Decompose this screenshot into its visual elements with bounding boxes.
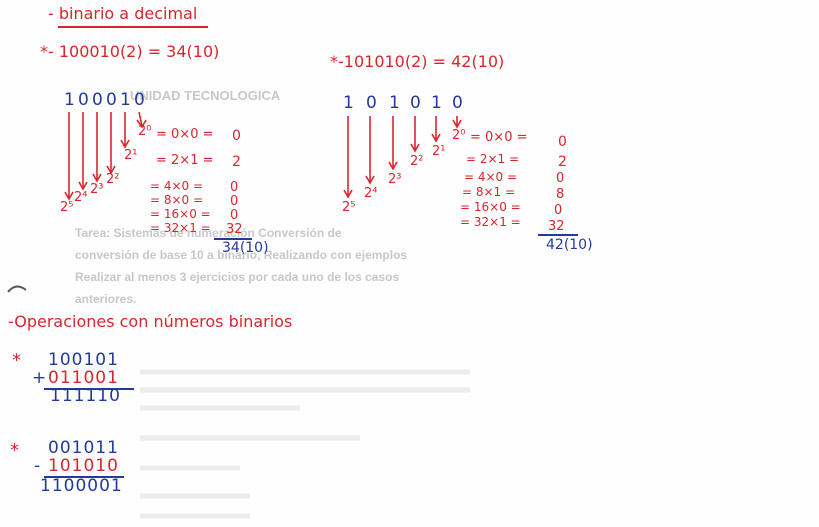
ex2-digit: 1 (343, 93, 354, 113)
ex2-digit: 1 (431, 93, 442, 113)
section2-title: -Operaciones con números binarios (8, 312, 293, 331)
sub-line (44, 476, 124, 478)
ex1-result: 32 (226, 222, 243, 237)
sum-line (44, 388, 134, 390)
ex1-op: = 0×0 = (156, 127, 214, 142)
ex1-power: 2³ (90, 182, 104, 197)
ex2-result: 0 (558, 134, 567, 150)
ex1-power: 2⁰ (138, 124, 152, 139)
ex1-result: 0 (230, 180, 239, 195)
ex2-result: 32 (548, 219, 565, 234)
ex1-digit: 1 (64, 90, 75, 110)
ex1-digit: 0 (134, 90, 145, 110)
ex1-label: *- 100010(2) = 34(10) (40, 42, 220, 61)
sum-operand-a: 100101 (48, 350, 119, 370)
ex2-digit: 1 (389, 93, 400, 113)
ex2-result: 8 (556, 187, 565, 202)
ex2-power: 2⁴ (364, 186, 378, 201)
sub-bullet: * (10, 440, 19, 461)
bleed-line-4: anteriores. (75, 292, 137, 306)
ex2-result: 0 (556, 171, 565, 186)
ex1-digit: 0 (106, 90, 117, 110)
ex2-op: = 2×1 = (466, 152, 520, 166)
ex1-op: = 32×1 = (150, 221, 211, 235)
ex1-op: = 8×0 = (150, 193, 204, 207)
sub-operator: - (34, 456, 41, 476)
ex2-result: 0 (554, 203, 563, 218)
ex2-result: 2 (558, 154, 567, 170)
ex1-result: 2 (232, 154, 241, 170)
ex2-power: 2¹ (432, 144, 446, 159)
ex1-op: = 2×1 = (156, 153, 214, 168)
ex2-digit: 0 (366, 93, 377, 113)
ex1-result: 0 (230, 194, 239, 209)
section1-title: - binario a decimal (48, 4, 198, 23)
ex2-op: = 8×1 = (462, 185, 516, 199)
sub-operand-a: 001011 (48, 438, 119, 458)
sub-operand-b: 101010 (48, 456, 119, 476)
ex2-op: = 32×1 = (460, 215, 521, 229)
ex1-power: 2¹ (124, 148, 138, 163)
ex1-digit: 0 (92, 90, 103, 110)
bleed-heading: UNIDAD TECNOLOGICA (130, 88, 281, 103)
sum-operand-b: 011001 (48, 368, 119, 388)
ex2-power: 2⁵ (342, 200, 356, 215)
ex1-total: 34(10) (222, 240, 269, 256)
ex1-power: 2⁵ (60, 200, 74, 215)
ex2-power: 2⁰ (452, 128, 466, 143)
sum-operator: + (32, 368, 47, 388)
ex2-power: 2² (410, 154, 424, 169)
ex1-result: 0 (230, 208, 239, 223)
ex2-sum-line (538, 234, 578, 236)
ex2-label: *-101010(2) = 42(10) (330, 52, 505, 71)
ex1-sum-line (214, 238, 252, 240)
ex1-digit: 1 (120, 90, 131, 110)
ex2-op: = 4×0 = (464, 170, 518, 184)
ex2-digit: 0 (410, 93, 421, 113)
ex1-digit: 0 (78, 90, 89, 110)
ex1-op: = 16×0 = (150, 207, 211, 221)
ex1-op: = 4×0 = (150, 179, 204, 193)
ex2-op: = 16×0 = (460, 200, 521, 214)
ex1-result: 0 (232, 128, 241, 144)
ex2-power: 2³ (388, 172, 402, 187)
bleed-line-1: Tarea: Sistemas de numeración Conversión… (75, 226, 342, 240)
ex1-power: 2² (106, 172, 120, 187)
bleed-line-2: conversión de base 10 a binario, Realiza… (75, 248, 408, 262)
bleed-line-3: Realizar al menos 3 ejercicios por cada … (75, 270, 400, 284)
title-underline (58, 26, 208, 28)
ex2-digit: 0 (452, 93, 463, 113)
sum-bullet: * (12, 350, 21, 371)
ex2-total: 42(10) (546, 237, 593, 253)
ex1-power: 2⁴ (74, 190, 88, 205)
sum-result: 111110 (50, 386, 121, 406)
sub-result: 1100001 (40, 476, 123, 496)
ex2-op: = 0×0 = (470, 130, 528, 145)
